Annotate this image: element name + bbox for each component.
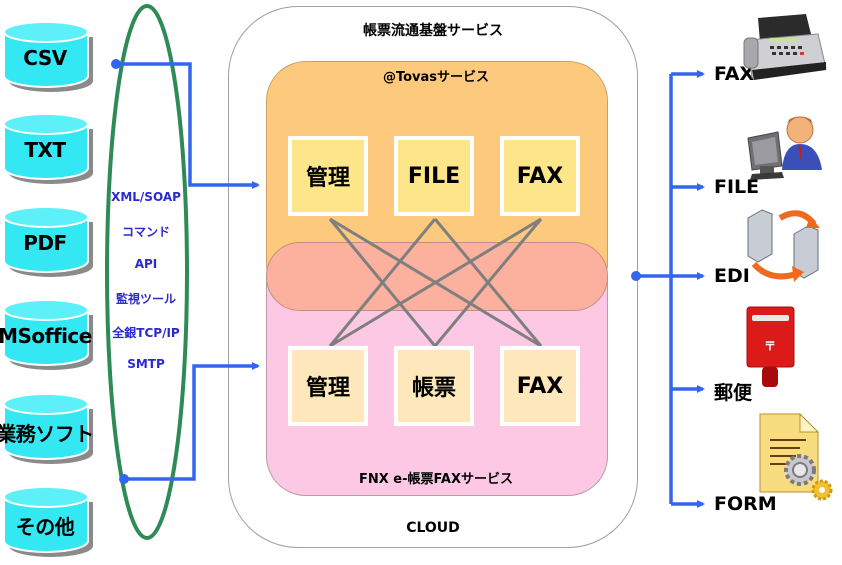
protocol-label: XML/SOAP	[111, 190, 181, 204]
box-label: FAX	[516, 163, 564, 189]
box-label: 帳票	[411, 376, 456, 401]
tovas-box-fax: FAX	[500, 136, 580, 216]
source-cylinder: TXT	[2, 112, 93, 184]
tovas-box-management: 管理	[288, 136, 368, 216]
protocol-label: 全銀TCP/IP	[112, 326, 180, 340]
protocol-label: API	[134, 257, 158, 271]
fnx-service-title: FNX e-帳票FAXサービス	[359, 472, 513, 487]
output-tree	[636, 70, 705, 508]
source-label: TXT	[24, 138, 66, 162]
cylinder-icon	[3, 393, 93, 464]
source-label: PDF	[23, 231, 67, 255]
source-cylinder: 業務ソフト	[0, 392, 94, 464]
link-line	[433, 218, 543, 347]
connector-dot	[111, 59, 121, 69]
protocol-label: SMTP	[127, 357, 165, 371]
output-label-fax: FAX	[714, 63, 755, 85]
protocol-label: コマンド	[121, 225, 170, 239]
connector-dot	[119, 474, 129, 484]
box-label: FILE	[407, 163, 461, 189]
cylinder-icon	[3, 21, 93, 92]
output-label-mail: 郵便	[714, 382, 753, 404]
cloud-title: 帳票流通基盤サービス	[363, 23, 503, 39]
link-line	[328, 218, 437, 347]
protocol-label: 監視ツール	[115, 292, 176, 306]
cloud-footer: CLOUD	[406, 520, 460, 536]
connector-dot	[631, 271, 641, 281]
box-label: 管理	[305, 376, 350, 401]
link-line	[329, 217, 542, 348]
cylinder-icon	[3, 113, 93, 184]
output-label-edi: EDI	[714, 265, 750, 287]
cylinder-icon	[3, 206, 93, 277]
fnx-box-fax: FAX	[500, 346, 580, 426]
tovas-service-title: @Tovasサービス	[382, 70, 490, 85]
source-label: その他	[15, 515, 75, 539]
source-label: MSoffice	[0, 324, 92, 348]
tovas-box-file: FILE	[394, 136, 474, 216]
output-label-form: FORM	[714, 493, 777, 515]
output-label-file: FILE	[714, 176, 760, 198]
input-arrow-bottom	[124, 362, 260, 481]
source-cylinder: その他	[2, 485, 93, 557]
source-cylinder: MSoffice	[0, 298, 93, 370]
interconnect-lines	[328, 217, 543, 348]
source-cylinder: CSV	[2, 20, 93, 92]
source-label: 業務ソフト	[0, 422, 94, 446]
cylinder-icon	[3, 486, 93, 557]
input-arrow-top	[116, 62, 260, 189]
fnx-box-forms: 帳票	[394, 346, 474, 426]
protocol-ellipse	[105, 4, 189, 540]
source-label: CSV	[23, 46, 67, 70]
source-cylinder: PDF	[2, 205, 93, 277]
box-label: FAX	[516, 373, 564, 399]
fnx-box-management: 管理	[288, 346, 368, 426]
service-overlap-band	[266, 242, 608, 311]
box-label: 管理	[305, 166, 350, 191]
cylinder-icon	[3, 299, 93, 370]
